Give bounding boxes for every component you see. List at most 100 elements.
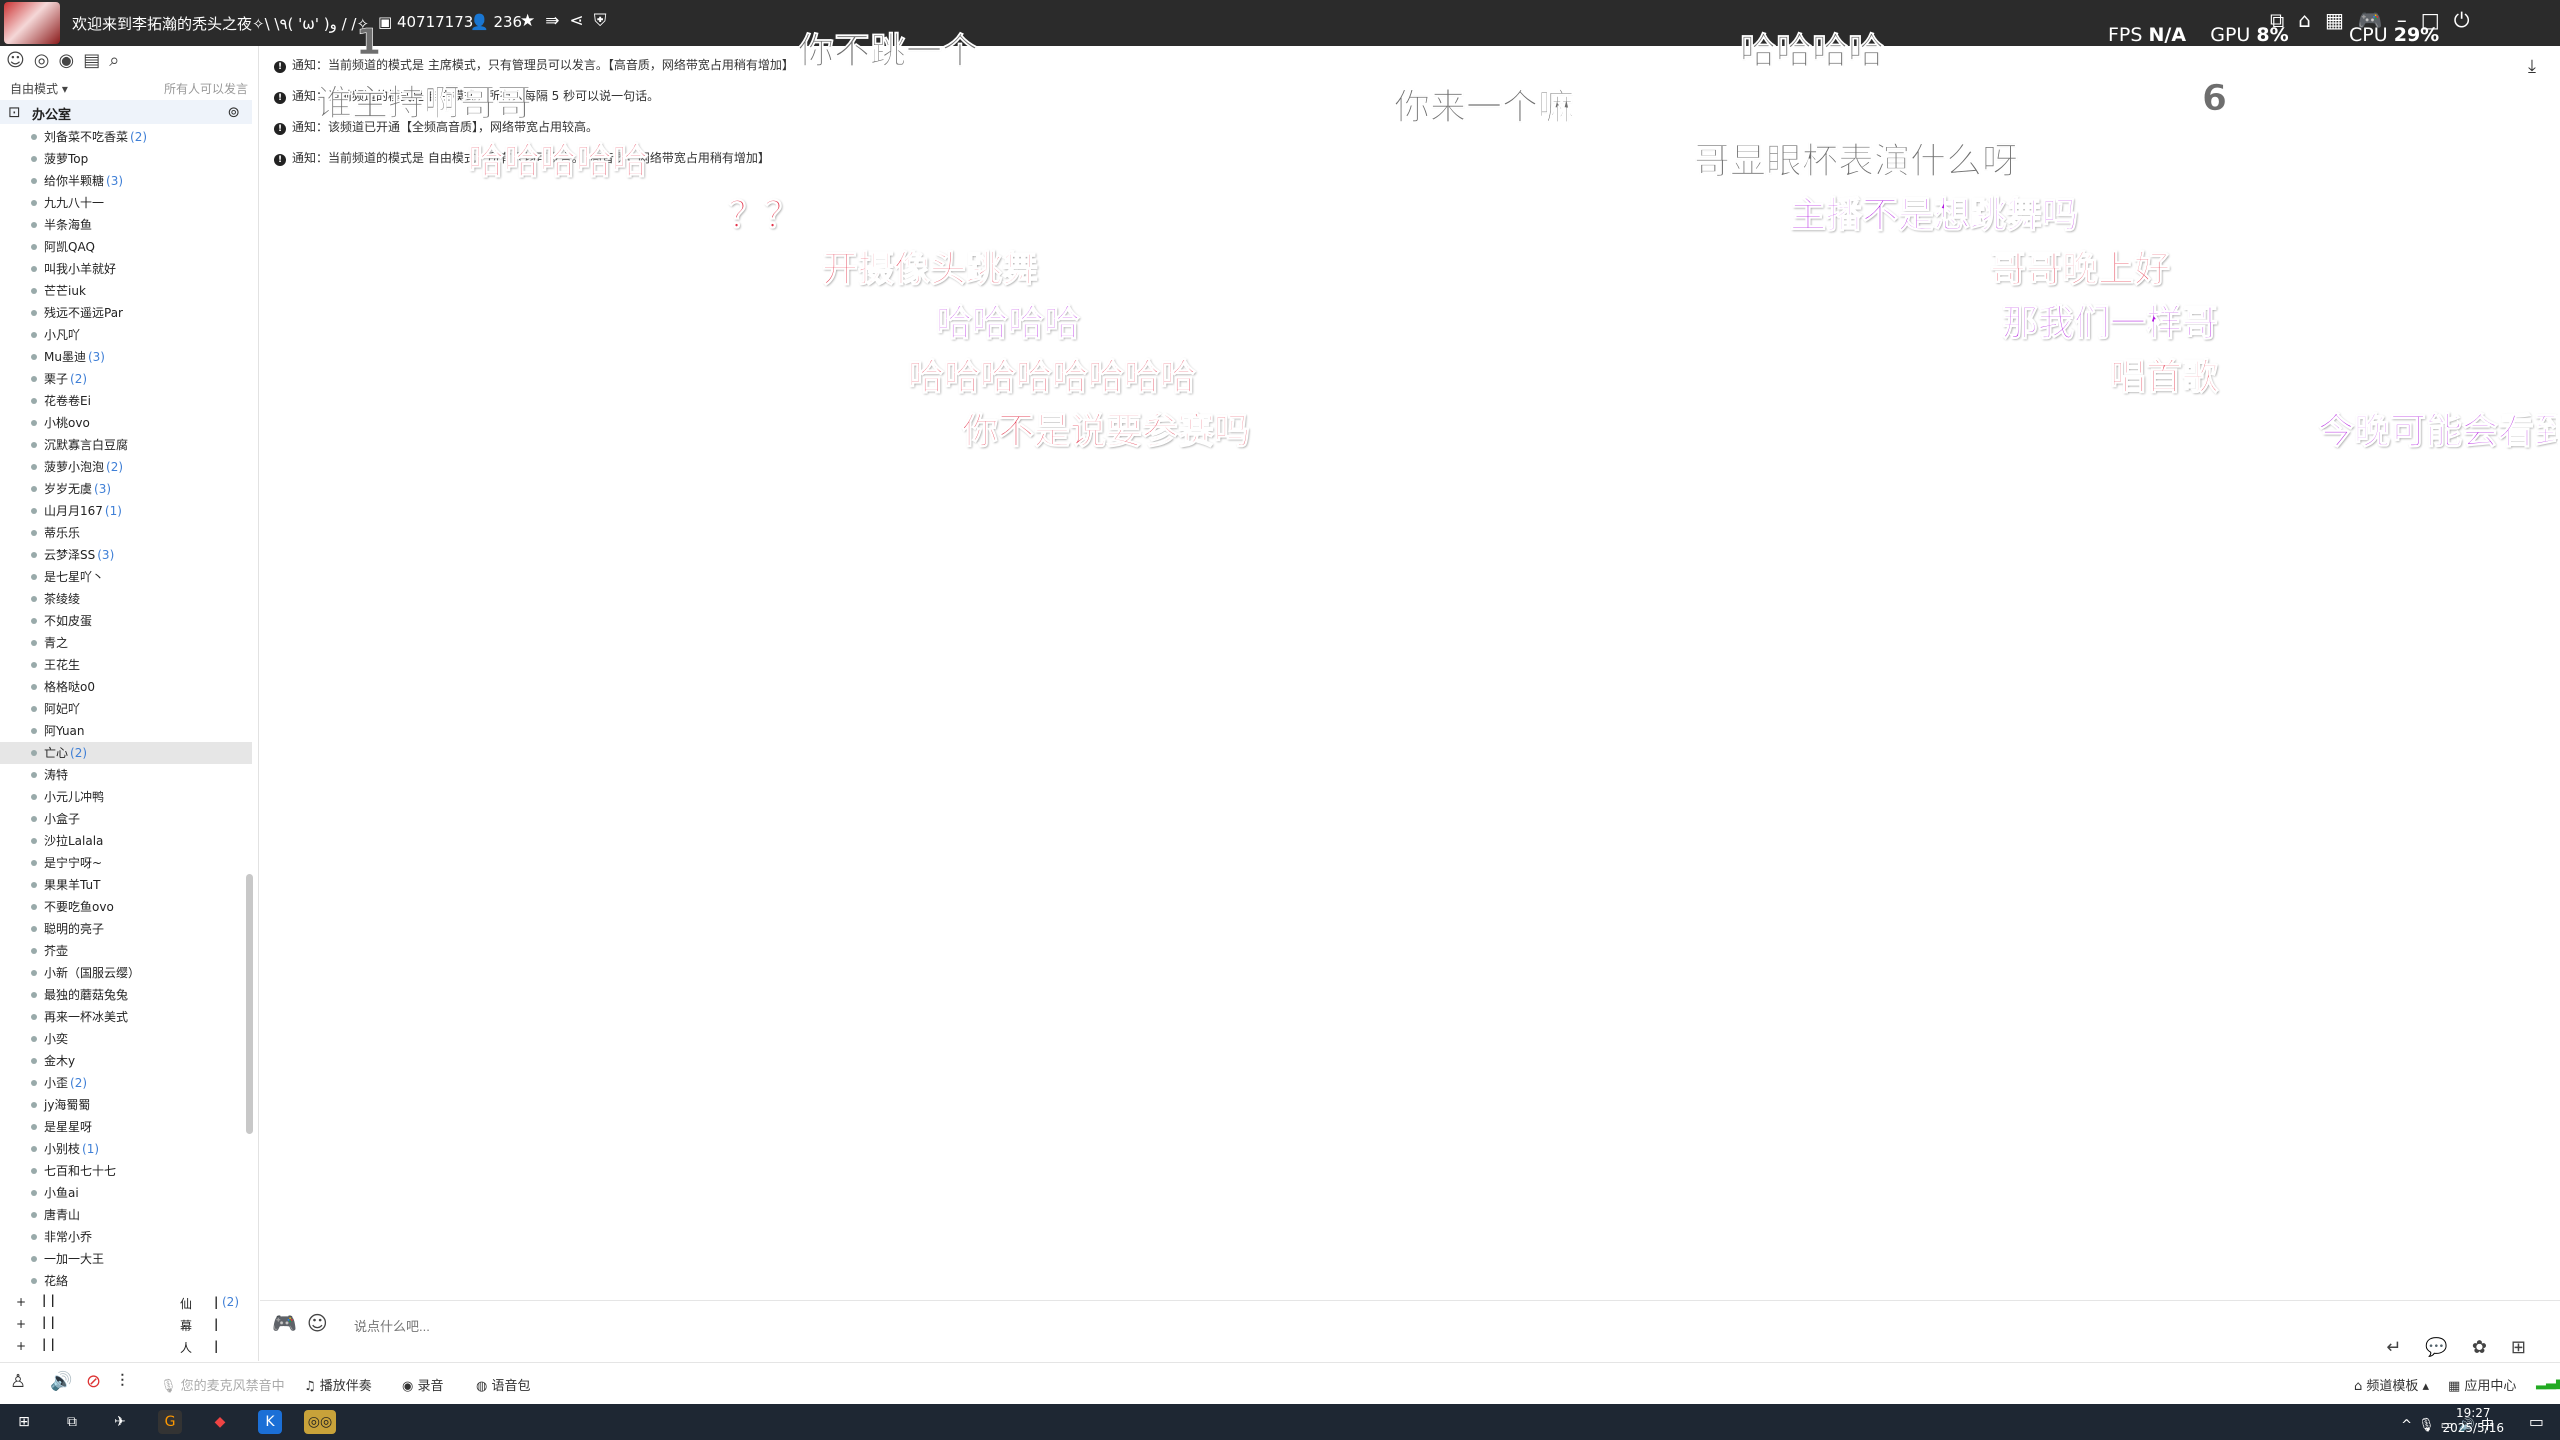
member-item[interactable]: 山月月167(1) bbox=[0, 500, 252, 522]
current-channel[interactable]: ⊡ 办公室 ⊚ bbox=[0, 100, 252, 124]
member-item[interactable]: 小盒子 bbox=[0, 808, 252, 830]
screen-icon[interactable]: ⧉ bbox=[2270, 8, 2299, 32]
member-item[interactable]: 残远不遥远Par bbox=[0, 302, 252, 324]
document-icon[interactable]: ▤ bbox=[83, 50, 110, 71]
app-icon[interactable]: ✈ bbox=[114, 1414, 126, 1430]
locate-icon[interactable]: ⊚ bbox=[227, 103, 240, 121]
member-item[interactable]: 王花生 bbox=[0, 654, 252, 676]
member-item[interactable]: 是七星吖丶 bbox=[0, 566, 252, 588]
channel-mode-select[interactable]: 自由模式 ▾ bbox=[10, 82, 68, 96]
gamepad-icon[interactable]: 🎮 bbox=[2357, 8, 2397, 32]
member-item[interactable]: 是宁宁呀~ bbox=[0, 852, 252, 874]
network-icon[interactable]: ▭ bbox=[2440, 1418, 2459, 1433]
pin-icon[interactable]: ⤓ bbox=[2528, 56, 2536, 77]
member-item[interactable]: jy海蜀蜀 bbox=[0, 1094, 252, 1116]
mic-off-icon[interactable]: ⊘ bbox=[86, 1371, 102, 1392]
member-item[interactable]: 芒芒iuk bbox=[0, 280, 252, 302]
minimize-icon[interactable]: – bbox=[2396, 8, 2421, 32]
accompany-button[interactable]: ♫ 播放伴奏 bbox=[304, 1379, 372, 1394]
channel-avatar[interactable] bbox=[4, 2, 60, 44]
gift-icon[interactable]: ⊞ bbox=[2510, 1337, 2550, 1358]
expand-icon[interactable]: + bbox=[16, 1295, 27, 1309]
start-icon[interactable]: ⊞ bbox=[18, 1414, 30, 1430]
member-item[interactable]: 小鱼ai bbox=[0, 1182, 252, 1204]
member-item[interactable]: 茶绫绫 bbox=[0, 588, 252, 610]
member-item[interactable]: 芥壶 bbox=[0, 940, 252, 962]
chevron-up-icon[interactable]: ^ bbox=[2401, 1418, 2418, 1433]
record-button[interactable]: ◉ 录音 bbox=[402, 1379, 444, 1394]
expand-icon[interactable]: + bbox=[16, 1317, 27, 1331]
member-item[interactable]: 蒂乐乐 bbox=[0, 522, 252, 544]
task-view-icon[interactable]: ⧉ bbox=[67, 1414, 77, 1430]
gift-rose-icon[interactable]: ✿ bbox=[2471, 1337, 2511, 1358]
member-item[interactable]: Mu墨迪(3) bbox=[0, 346, 252, 368]
power-icon[interactable]: ⏻ bbox=[2453, 8, 2484, 32]
enter-icon[interactable]: ↵ bbox=[2386, 1337, 2426, 1358]
gamepad-icon[interactable]: 🎮 bbox=[272, 1311, 307, 1335]
kugou-icon[interactable]: K bbox=[258, 1410, 282, 1434]
member-item[interactable]: 最独的蘑菇兔兔 bbox=[0, 984, 252, 1006]
member-item[interactable]: 花絡 bbox=[0, 1270, 252, 1292]
voice-pack-button[interactable]: ◍ 语音包 bbox=[476, 1379, 531, 1394]
home-icon[interactable]: ⌂ bbox=[2298, 8, 2325, 32]
mic-icon[interactable]: 🎙 bbox=[2417, 1418, 2441, 1433]
member-item[interactable]: 不如皮蛋 bbox=[0, 610, 252, 632]
member-item[interactable]: 沙拉Lalala bbox=[0, 830, 252, 852]
collapsed-channel-row[interactable]: +| |仙|(2) bbox=[0, 1292, 252, 1314]
member-item[interactable]: 半条海鱼 bbox=[0, 214, 252, 236]
collapsed-channel-row[interactable]: +| |人| bbox=[0, 1336, 252, 1358]
user-icon[interactable]: ☺ bbox=[6, 50, 34, 71]
member-item[interactable]: 小凡吖 bbox=[0, 324, 252, 346]
member-item[interactable]: 云梦泽SS(3) bbox=[0, 544, 252, 566]
app-icon[interactable]: ◆ bbox=[214, 1414, 226, 1430]
grid-icon[interactable]: ▦ bbox=[2324, 8, 2358, 32]
speaker-icon[interactable]: 🔊 bbox=[50, 1371, 73, 1392]
collapsed-channel-row[interactable]: +| |幕| bbox=[0, 1314, 252, 1336]
member-item[interactable]: 小歪(2) bbox=[0, 1072, 252, 1094]
shield-icon[interactable]: ⛨ bbox=[593, 11, 617, 31]
member-item[interactable]: 金木y bbox=[0, 1050, 252, 1072]
member-item[interactable]: 格格哒o0 bbox=[0, 676, 252, 698]
expand-icon[interactable]: + bbox=[16, 1339, 27, 1353]
bubble-icon[interactable]: 💬 bbox=[2425, 1337, 2472, 1358]
member-item[interactable]: 不要吃鱼ovo bbox=[0, 896, 252, 918]
member-item[interactable]: 小别枝(1) bbox=[0, 1138, 252, 1160]
member-item[interactable]: 小元儿冲鸭 bbox=[0, 786, 252, 808]
yy-icon[interactable]: ◎◎ bbox=[304, 1410, 336, 1434]
member-item[interactable]: 沉默寡言白豆腐 bbox=[0, 434, 252, 456]
member-item[interactable]: 菠萝小泡泡(2) bbox=[0, 456, 252, 478]
member-item[interactable]: 唐青山 bbox=[0, 1204, 252, 1226]
link-icon[interactable]: ⋖ bbox=[569, 11, 594, 31]
member-item[interactable]: 涛特 bbox=[0, 764, 252, 786]
member-item[interactable]: 叫我小羊就好 bbox=[0, 258, 252, 280]
member-item[interactable]: 青之 bbox=[0, 632, 252, 654]
avatar-icon[interactable]: ♙ bbox=[10, 1371, 27, 1392]
member-item[interactable]: 阿妃吖 bbox=[0, 698, 252, 720]
member-item[interactable]: 菠萝Top bbox=[0, 148, 252, 170]
message-input[interactable] bbox=[352, 1315, 1756, 1337]
member-item[interactable]: 是星星呀 bbox=[0, 1116, 252, 1138]
member-item[interactable]: 阿Yuan bbox=[0, 720, 252, 742]
member-item[interactable]: 亡心(2) bbox=[0, 742, 252, 764]
location-icon[interactable]: ◉ bbox=[58, 50, 84, 71]
member-item[interactable]: 九九八十一 bbox=[0, 192, 252, 214]
member-item[interactable]: 栗子(2) bbox=[0, 368, 252, 390]
search-icon[interactable]: ⌕ bbox=[109, 50, 129, 71]
sidebar-scrollbar[interactable] bbox=[246, 874, 253, 1134]
member-item[interactable]: 阿凯QAQ bbox=[0, 236, 252, 258]
member-item[interactable]: 七百和七十七 bbox=[0, 1160, 252, 1182]
member-item[interactable]: 再来一杯冰美式 bbox=[0, 1006, 252, 1028]
emoji-icon[interactable]: ☺ bbox=[306, 1311, 338, 1335]
maximize-icon[interactable]: □ bbox=[2420, 8, 2454, 32]
headset-icon[interactable]: ◎ bbox=[33, 50, 59, 71]
member-item[interactable]: 刘备菜不吃香菜(2) bbox=[0, 126, 252, 148]
member-item[interactable]: 花卷卷Ei bbox=[0, 390, 252, 412]
member-item[interactable]: 小桃ovo bbox=[0, 412, 252, 434]
member-item[interactable]: 非常小乔 bbox=[0, 1226, 252, 1248]
star-icon[interactable]: ★ bbox=[520, 11, 546, 31]
member-item[interactable]: 给你半颗糖(3) bbox=[0, 170, 252, 192]
member-item[interactable]: 聪明的亮子 bbox=[0, 918, 252, 940]
member-item[interactable]: 果果羊TuT bbox=[0, 874, 252, 896]
ime-indicator[interactable]: 中 bbox=[2480, 1418, 2500, 1433]
